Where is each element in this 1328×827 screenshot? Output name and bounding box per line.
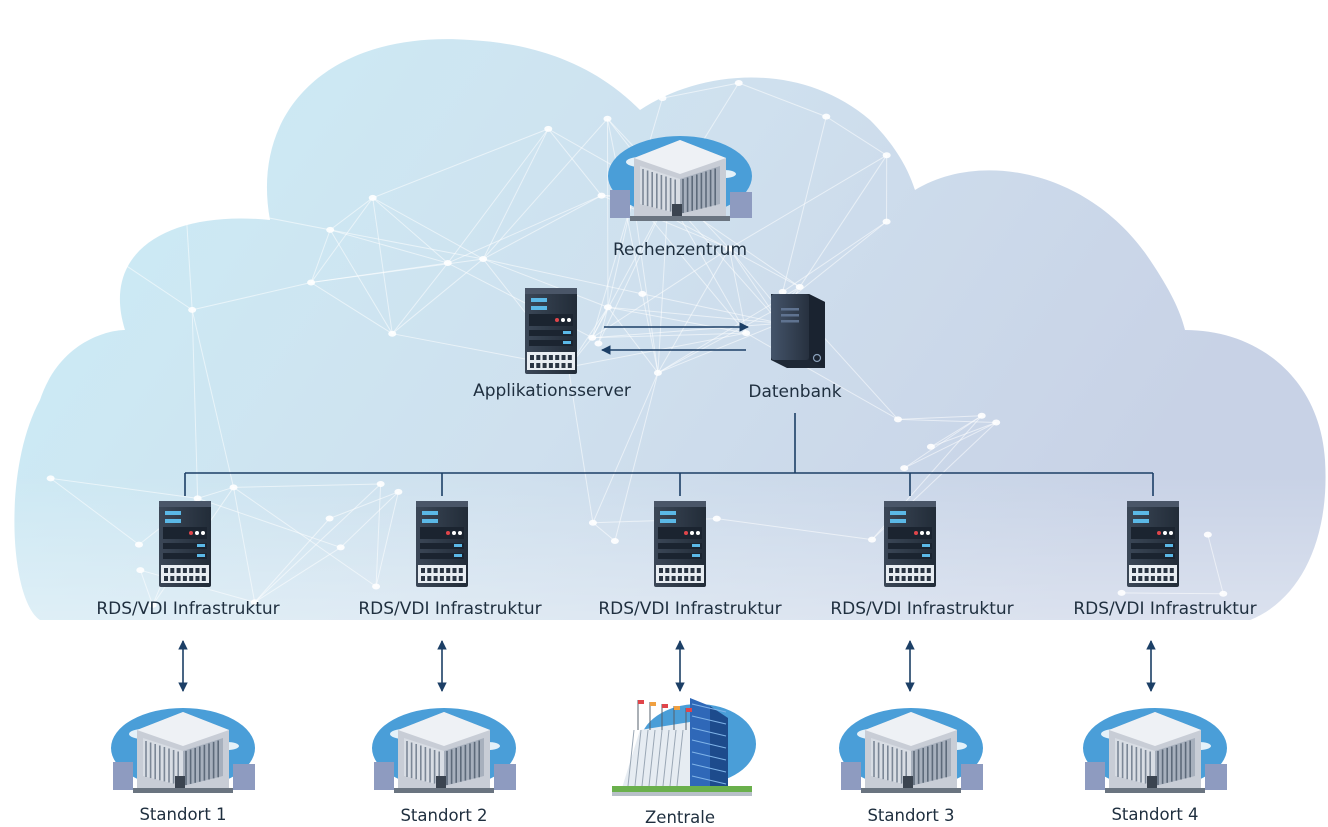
rds-label-4: RDS/VDI Infrastruktur — [830, 599, 1013, 619]
datacenter-building-icon — [608, 136, 752, 221]
site-label-5: Standort 4 — [1111, 805, 1198, 824]
app-server-label: Applikationsserver — [473, 381, 631, 401]
site-building-icon — [111, 708, 255, 793]
database-tower-icon — [771, 294, 825, 368]
rds-server-icon — [416, 501, 468, 587]
rds-server-icon — [884, 501, 936, 587]
rds-label-2: RDS/VDI Infrastruktur — [358, 599, 541, 619]
site-label-4: Standort 3 — [867, 806, 954, 825]
site-building-icon — [372, 708, 516, 793]
database-label: Datenbank — [748, 382, 841, 402]
rds-server-icon — [1127, 501, 1179, 587]
site-building-icon — [1083, 708, 1227, 793]
datacenter-label: Rechenzentrum — [613, 240, 747, 260]
app-server-rack-icon — [525, 288, 577, 374]
site-label-2: Standort 2 — [400, 806, 487, 825]
rds-label-5: RDS/VDI Infrastruktur — [1073, 599, 1256, 619]
rds-server-icon — [159, 501, 211, 587]
site-building-icon — [839, 708, 983, 793]
headquarters-building-icon — [612, 698, 756, 796]
rds-label-1: RDS/VDI Infrastruktur — [96, 599, 279, 619]
site-label-3: Zentrale — [645, 808, 715, 827]
site-label-1: Standort 1 — [139, 805, 226, 824]
rds-label-3: RDS/VDI Infrastruktur — [598, 599, 781, 619]
rds-server-icon — [654, 501, 706, 587]
